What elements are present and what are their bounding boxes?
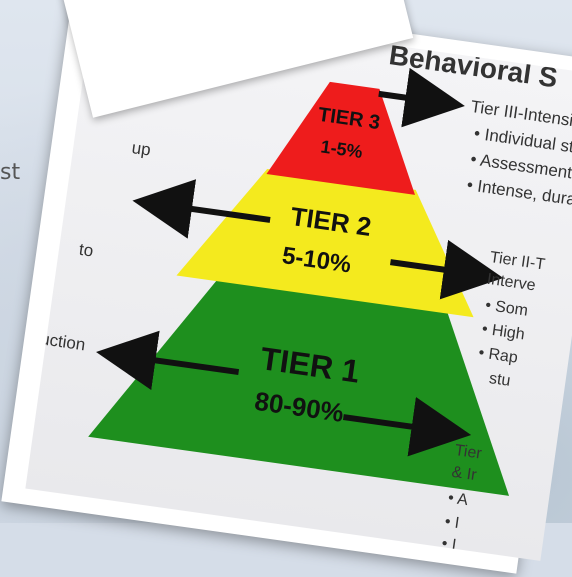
tier2-bullet-1-text: Som [494, 298, 530, 320]
tier1-arrow-right [342, 396, 472, 457]
slide: Behavioral S TIER 3 1-5% TIER 2 5-10% TI… [25, 3, 572, 561]
left-label-to: to [77, 239, 95, 261]
left-label-up: up [130, 138, 152, 160]
background-text-st: st [0, 160, 21, 185]
tier2-bullet-2-text: High [490, 321, 526, 344]
tier1-bullet-1: • A [446, 489, 469, 510]
tier1-heading: Tier [453, 441, 483, 463]
tier2-arrow-right [390, 239, 504, 300]
tier2-bullet-3-text: Rap [487, 345, 519, 367]
pyramid-graphic [88, 67, 510, 496]
tier2-arrow-left [132, 179, 271, 239]
tier2-extra: stu [488, 370, 512, 390]
tier3-band [266, 81, 416, 195]
tier1-bullet-2: • I [443, 513, 461, 533]
tier2-band [176, 169, 474, 318]
tier3-arrow-right [378, 67, 465, 128]
tier1-bullet-3: • I [440, 535, 458, 554]
tier1-arrow-left [96, 330, 240, 391]
tier1-bullet-1-text: A [456, 490, 469, 510]
tier1-band [88, 273, 510, 496]
tier1-subheading: & Ir [450, 463, 478, 485]
